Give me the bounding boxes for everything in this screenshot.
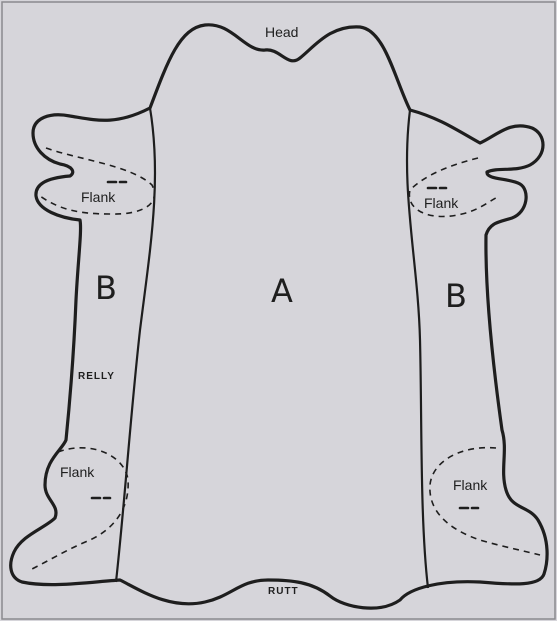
right-region-boundary [407, 110, 428, 588]
label-region-b-left: B [95, 272, 117, 304]
label-flank-upper-left: Flank [81, 190, 115, 204]
flank-outline-lower-right [430, 448, 540, 555]
hide-outline [11, 25, 547, 608]
label-region-a: A [271, 275, 293, 307]
left-region-boundary [116, 108, 155, 582]
label-region-b-right: B [445, 280, 467, 312]
label-flank-upper-right: Flank [424, 196, 458, 210]
label-head: Head [265, 25, 298, 39]
label-flank-lower-right: Flank [453, 478, 487, 492]
label-flank-lower-left: Flank [60, 465, 94, 479]
label-butt: RUTT [268, 587, 299, 597]
label-belly: RELLY [78, 372, 115, 382]
